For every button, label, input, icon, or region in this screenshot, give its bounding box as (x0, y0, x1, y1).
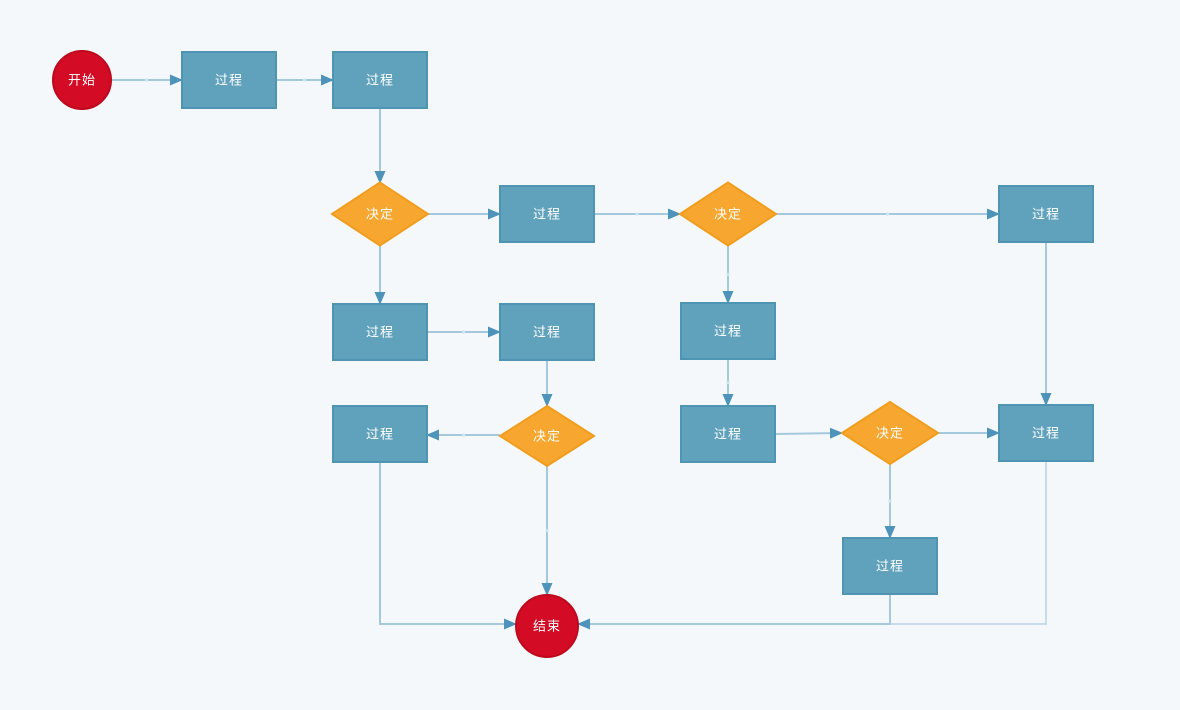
process-node-p11[interactable]: 过程 (842, 537, 938, 595)
decision-node-d4[interactable]: 决定 (840, 400, 940, 466)
process-shape[interactable] (499, 185, 595, 243)
edge-p11-to-end (577, 594, 891, 630)
terminal-node-start[interactable]: 开始 (52, 50, 112, 110)
process-shape[interactable] (332, 405, 428, 463)
decision-shape[interactable] (498, 404, 596, 468)
edge-waypoint (461, 433, 466, 437)
process-shape[interactable] (680, 405, 776, 463)
decision-node-d1[interactable]: 决定 (330, 181, 430, 247)
process-node-p2[interactable]: 过程 (332, 51, 428, 109)
edge-layer (111, 74, 1052, 630)
process-shape[interactable] (842, 537, 938, 595)
edge-waypoint (545, 528, 549, 533)
process-node-p9[interactable]: 过程 (680, 405, 776, 463)
process-node-p8[interactable]: 过程 (332, 405, 428, 463)
edge-waypoint (888, 499, 892, 503)
process-node-p1[interactable]: 过程 (181, 51, 277, 109)
process-shape[interactable] (332, 51, 428, 109)
decision-node-d3[interactable]: 决定 (498, 404, 596, 468)
process-node-p4[interactable]: 过程 (998, 185, 1094, 243)
process-node-p5[interactable]: 过程 (332, 303, 428, 361)
terminal-node-end[interactable]: 结束 (515, 594, 579, 658)
edge-waypoint (726, 272, 730, 277)
edge-waypoint (726, 380, 730, 385)
process-node-p10[interactable]: 过程 (998, 404, 1094, 462)
terminal-shape[interactable] (515, 594, 579, 658)
process-shape[interactable] (998, 404, 1094, 462)
decision-shape[interactable] (678, 181, 778, 247)
process-node-p7[interactable]: 过程 (680, 302, 776, 360)
process-node-p3[interactable]: 过程 (499, 185, 595, 243)
edge-waypoint (885, 212, 890, 216)
edge-p10-to-end (580, 461, 1047, 625)
process-shape[interactable] (680, 302, 776, 360)
decision-shape[interactable] (840, 400, 940, 466)
process-shape[interactable] (998, 185, 1094, 243)
node-layer: 开始过程过程决定过程决定过程过程过程过程过程决定过程决定过程过程结束 (52, 50, 1094, 658)
terminal-shape[interactable] (52, 50, 112, 110)
edge-waypoint (461, 330, 466, 334)
process-node-p6[interactable]: 过程 (499, 303, 595, 361)
process-shape[interactable] (181, 51, 277, 109)
decision-shape[interactable] (330, 181, 430, 247)
edge-p9-to-d4 (774, 427, 843, 439)
edge-p8-to-end (379, 462, 517, 630)
process-shape[interactable] (332, 303, 428, 361)
edge-waypoint (635, 212, 639, 216)
process-shape[interactable] (499, 303, 595, 361)
edge-waypoint (302, 78, 307, 82)
edge-waypoint (144, 78, 149, 82)
decision-node-d2[interactable]: 决定 (678, 181, 778, 247)
